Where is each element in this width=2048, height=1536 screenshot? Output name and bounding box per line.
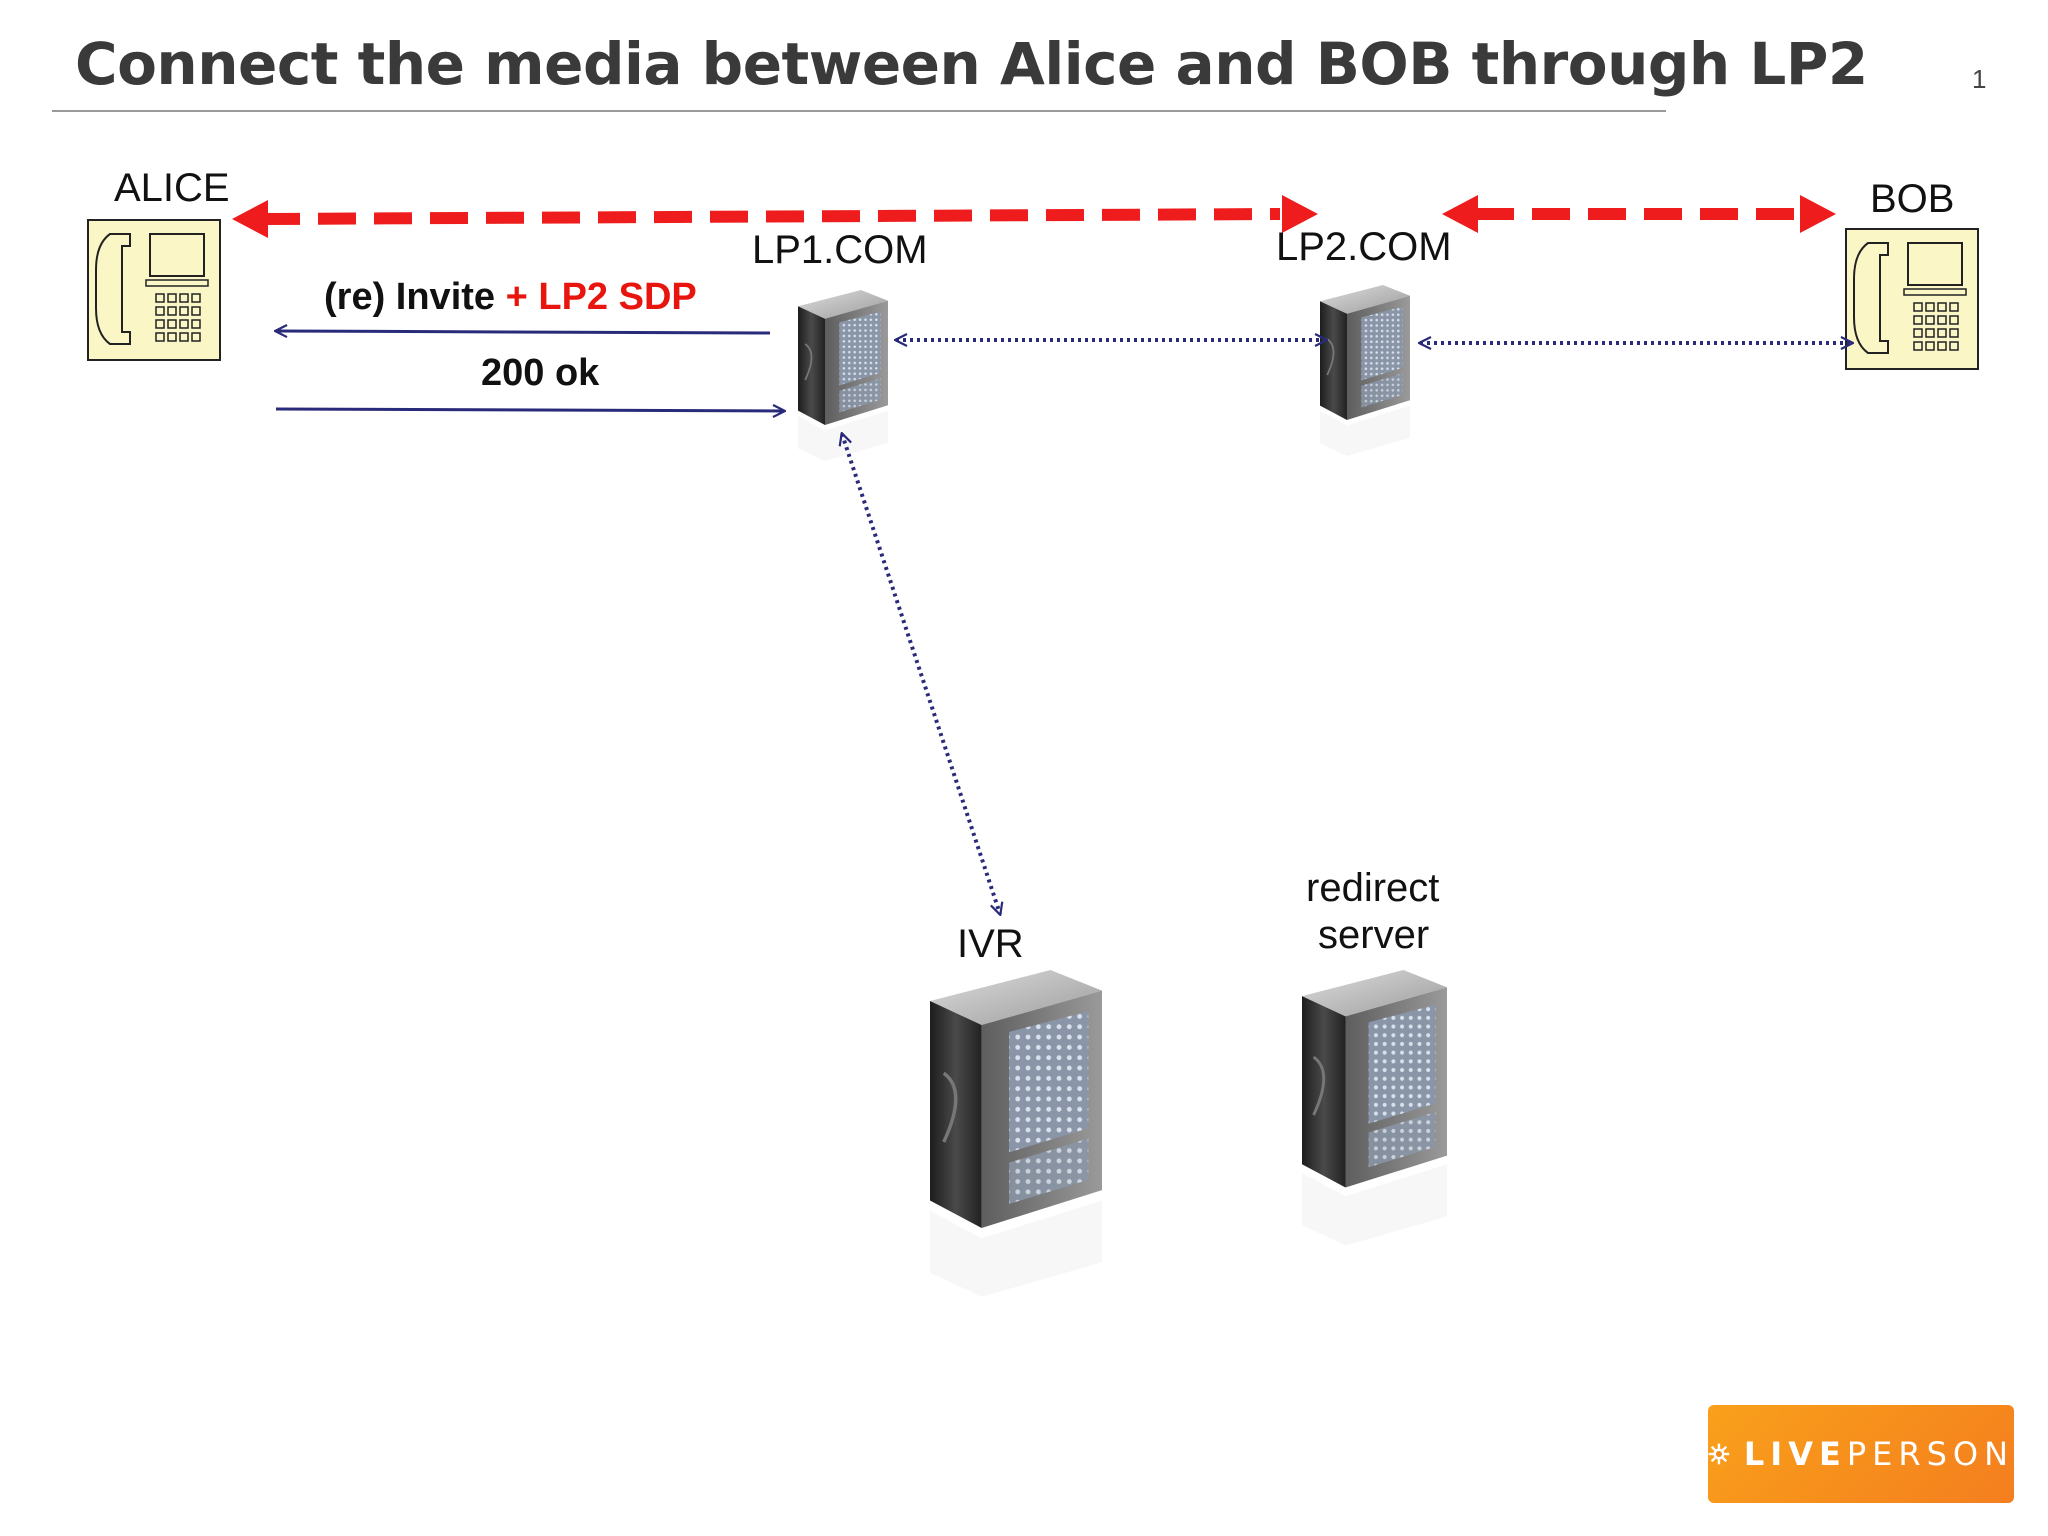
ok-arrow xyxy=(275,409,784,411)
media-path-lp2-bob xyxy=(1442,195,1836,233)
bob-label: BOB xyxy=(1870,177,1955,221)
logo-text-live: LIVE xyxy=(1743,1435,1847,1473)
alice-label: ALICE xyxy=(114,166,230,210)
redirect-label-line2: server xyxy=(1318,913,1430,957)
lp1-label: LP1.COM xyxy=(752,228,928,272)
media-path-alice-lp2 xyxy=(232,195,1318,238)
redirect-label-line1: redirect xyxy=(1306,866,1440,910)
lp2-server-icon xyxy=(1319,284,1411,457)
logo-text: LIVEPERSON xyxy=(1744,1435,2014,1473)
slide-title: Connect the media between Alice and BOB … xyxy=(75,30,1868,98)
redirect-server-icon xyxy=(1300,968,1449,1247)
ivr-server-icon xyxy=(928,968,1104,1299)
sun-icon xyxy=(1708,1443,1730,1465)
logo-text-person: PERSON xyxy=(1846,1435,2014,1473)
ok-message: 200 ok xyxy=(481,352,600,394)
liveperson-logo: LIVEPERSON xyxy=(1708,1405,2014,1503)
ivr-label: IVR xyxy=(957,922,1024,966)
link-lp1-ivr xyxy=(842,434,1000,914)
alice-phone-icon xyxy=(87,219,221,361)
lp2-label: LP2.COM xyxy=(1276,225,1452,269)
reinvite-message: (re) Invite + LP2 SDP xyxy=(324,276,697,319)
reinvite-arrow xyxy=(276,331,771,333)
slide-number: 1 xyxy=(1972,64,1987,94)
reinvite-prefix: (re) Invite xyxy=(324,276,506,318)
reinvite-sdp-highlight: + LP2 SDP xyxy=(505,276,697,318)
bob-phone-icon xyxy=(1845,228,1979,370)
